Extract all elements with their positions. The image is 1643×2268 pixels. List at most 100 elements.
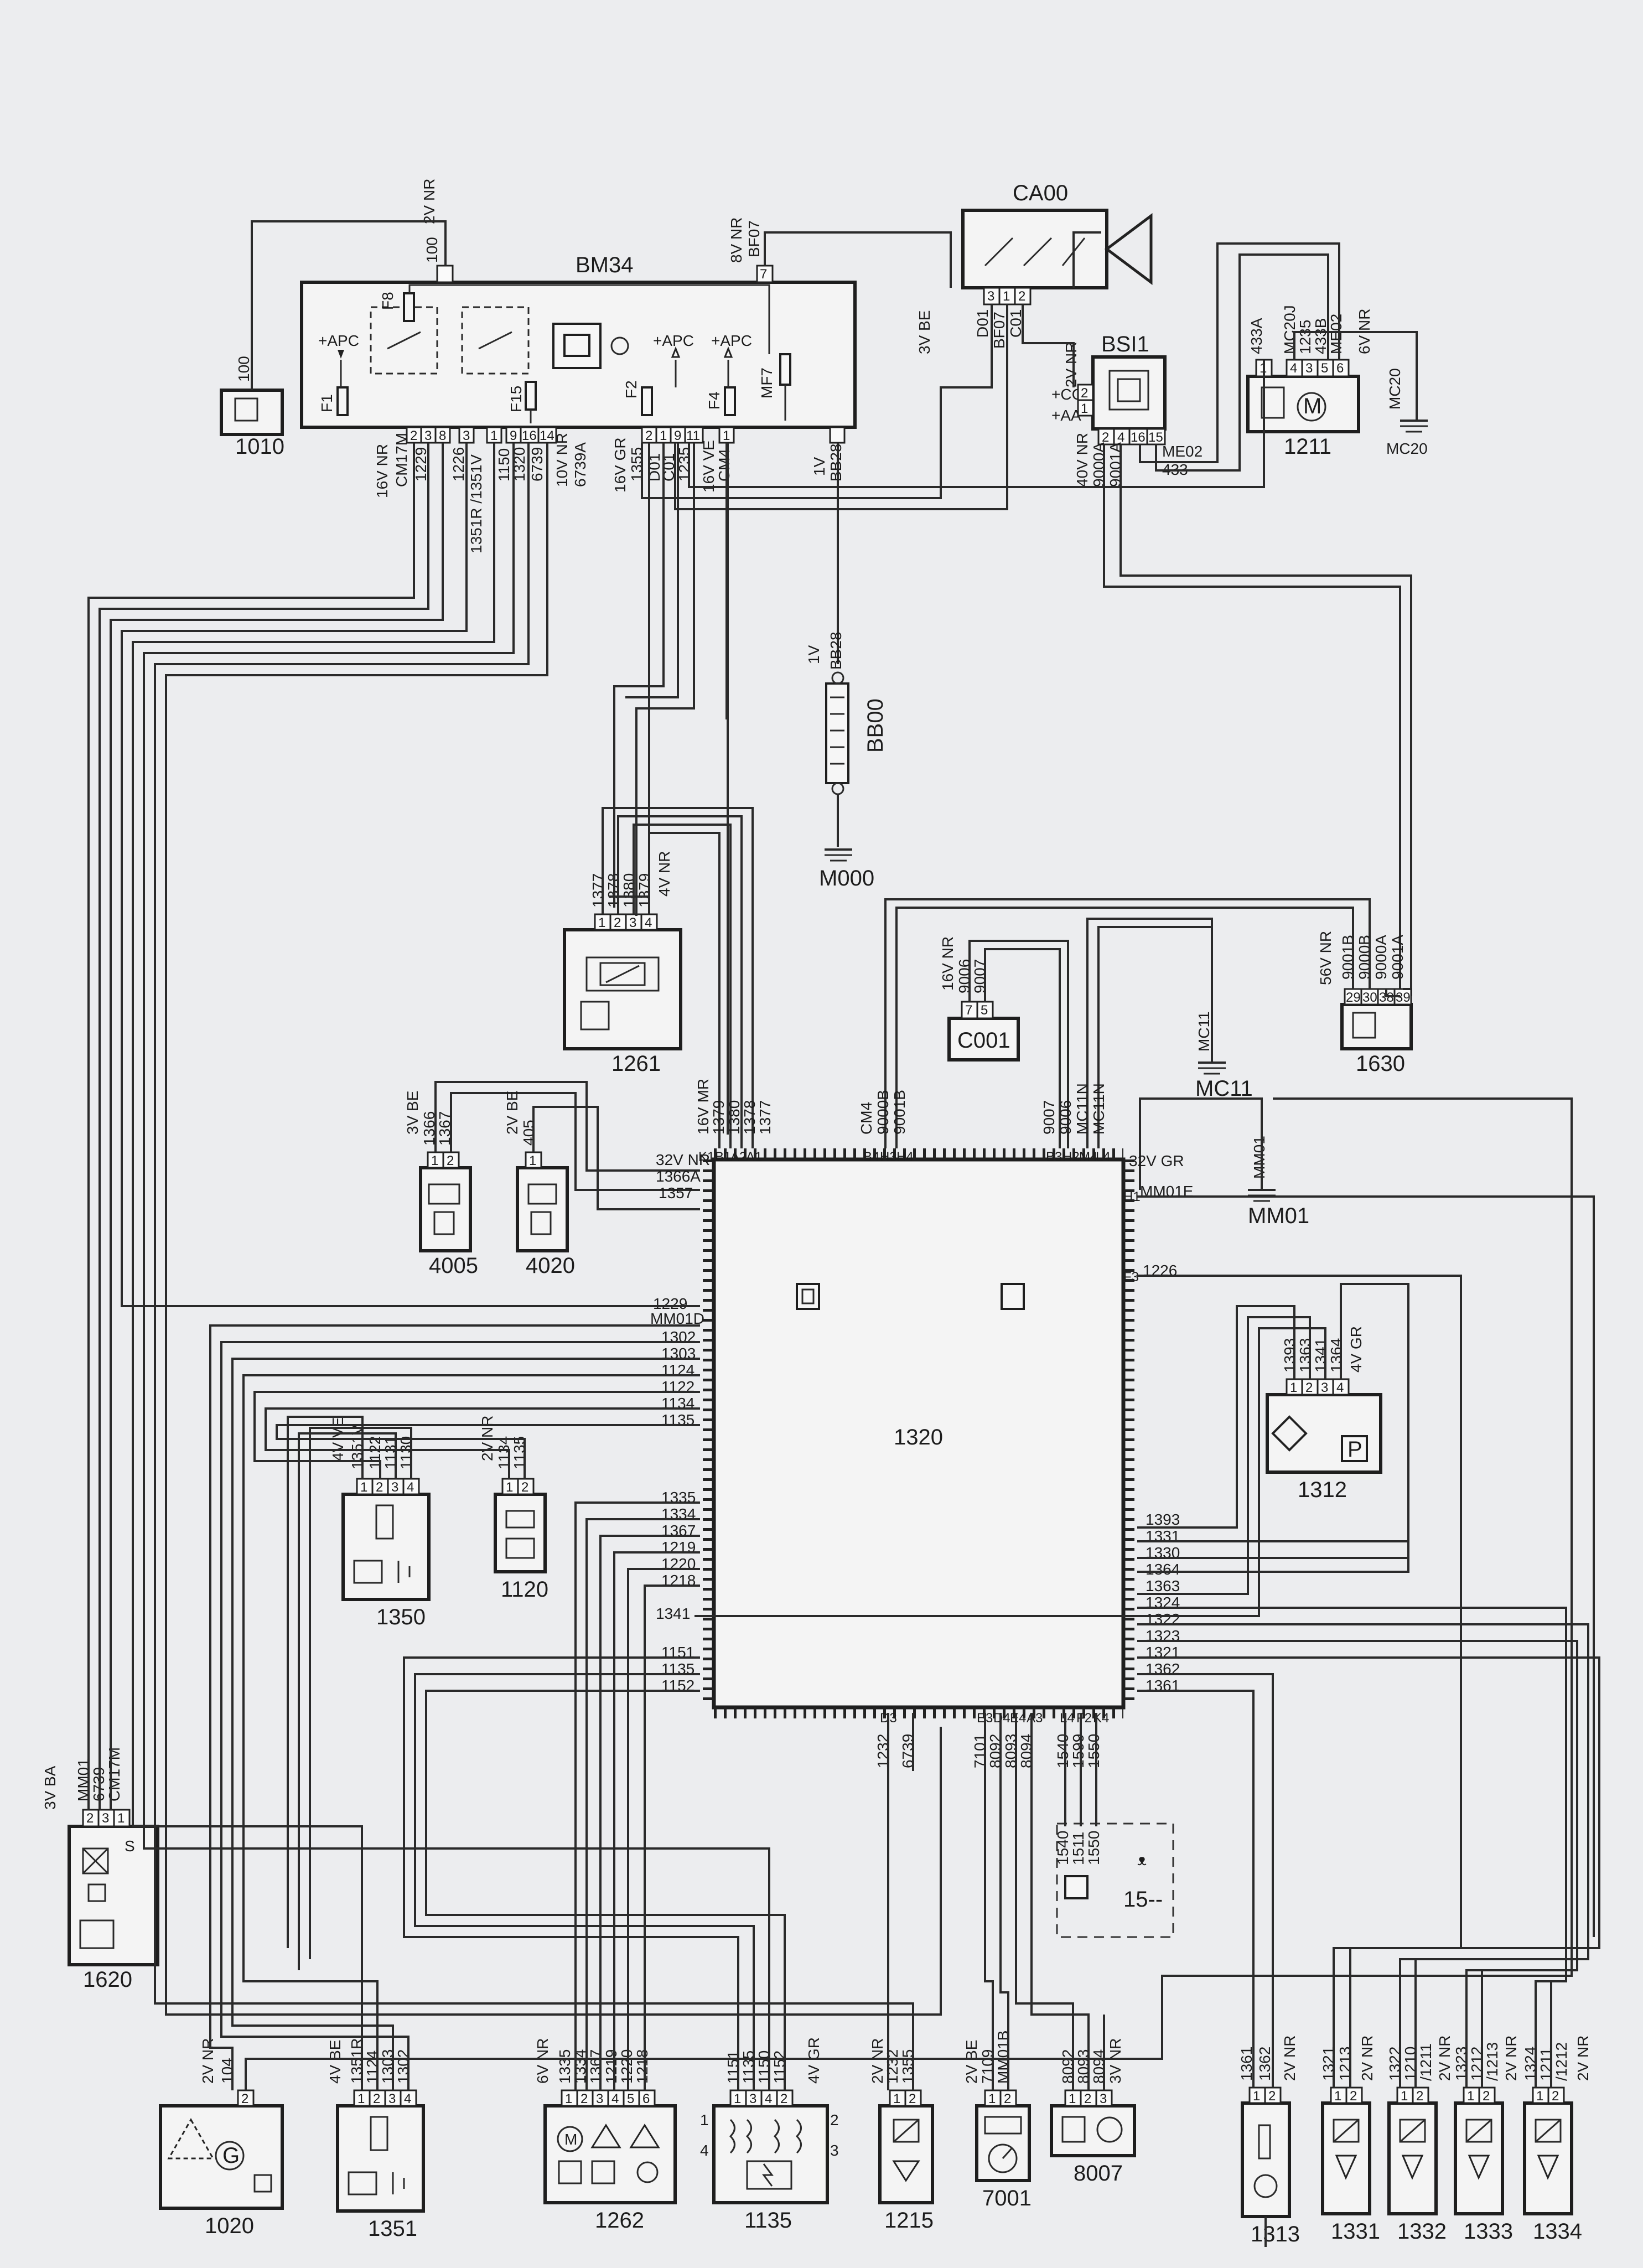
svg-text:3V NR: 3V NR <box>1107 2038 1124 2084</box>
svg-text:L4: L4 <box>1060 1711 1075 1726</box>
svg-text:1: 1 <box>1003 289 1010 304</box>
motor-icon <box>1297 392 1326 422</box>
component-1020: G 1020 2 104 2V NR <box>159 2038 284 2238</box>
injector-1332-label: 1332 <box>1397 2219 1447 2244</box>
fuse-f1-label: F1 <box>318 394 335 412</box>
svg-text:9007: 9007 <box>1040 1100 1058 1135</box>
svg-text:1: 1 <box>1467 2089 1474 2104</box>
component-bsi1: BSI1 +CC +AA 2V NR 2 1 2 4 16 15 40V NR … <box>1051 332 1203 487</box>
svg-text:1540: 1540 <box>1054 1831 1071 1865</box>
svg-text:6V NR: 6V NR <box>534 2038 551 2084</box>
svg-text:1: 1 <box>357 2091 365 2106</box>
generator-icon <box>215 2141 245 2171</box>
component-7001-label: 7001 <box>982 2186 1032 2210</box>
component-1261: 1261 1 2 3 4 1377 1378 1380 1379 4V NR <box>563 807 754 1148</box>
svg-text:1: 1 <box>360 1480 367 1495</box>
component-1350: 1350 1 2 3 4 1351V 1122 1131 1130 4V VE <box>329 1417 431 1629</box>
svg-text:9: 9 <box>510 428 517 443</box>
fuse-f4-icon <box>724 386 736 416</box>
svg-text:2: 2 <box>1483 2089 1490 2104</box>
component-1120-label: 1120 <box>501 1577 548 1602</box>
svg-text:4: 4 <box>1117 430 1124 445</box>
svg-text:8: 8 <box>439 428 446 443</box>
ground-m000: M000 <box>819 848 874 890</box>
svg-text:1380: 1380 <box>725 1100 743 1135</box>
component-1351-label: 1351 <box>368 2217 417 2241</box>
bb00-label: BB00 <box>863 698 888 753</box>
svg-text:1: 1 <box>598 915 605 930</box>
ecu-top-pins: K1 B1 A2 A1 16V MR 1379 1380 1378 1377 B… <box>694 1079 1193 1285</box>
svg-text:/1212: /1212 <box>1553 2042 1570 2081</box>
apc-label-2: +APC <box>653 332 694 349</box>
svg-text:3: 3 <box>463 428 470 443</box>
svg-text:BF07: BF07 <box>991 312 1008 349</box>
svg-text:1363: 1363 <box>1297 1338 1314 1373</box>
svg-text:1226: 1226 <box>450 447 467 481</box>
svg-text:CM4: CM4 <box>716 449 733 481</box>
ecu-1320: 1320 <box>703 1148 1134 1718</box>
svg-text:16V VE: 16V VE <box>700 440 717 493</box>
svg-text:MM01: MM01 <box>1248 1204 1309 1228</box>
chip-icon <box>796 1283 820 1310</box>
ecu-label: 1320 <box>894 1425 943 1449</box>
svg-text:1: 1 <box>660 428 667 443</box>
svg-text:1V: 1V <box>811 457 828 476</box>
component-1312: P 1312 1 2 3 4 1393 1363 1341 1364 4V GR <box>694 1283 1409 1617</box>
svg-text:1: 1 <box>1536 2089 1543 2104</box>
key-icon <box>1104 213 1153 285</box>
svg-text:9000A: 9000A <box>1372 935 1390 980</box>
svg-text:6739A: 6739A <box>572 442 589 487</box>
svg-text:1361: 1361 <box>1238 2047 1255 2081</box>
svg-text:4: 4 <box>645 915 652 930</box>
svg-text:2: 2 <box>1416 2089 1423 2104</box>
svg-text:ME02: ME02 <box>1328 314 1345 354</box>
component-7001: 7001 1 2 7109 MM01B 2V BE <box>963 2031 1032 2210</box>
svg-text:9000B: 9000B <box>874 1090 892 1135</box>
component-1010: 1010 100 <box>220 220 447 459</box>
component-8007: 8007 1 2 3 8092 8093 8094 3V NR <box>1050 2038 1136 2186</box>
fuse-f8-icon <box>403 292 415 322</box>
svg-text:MC11: MC11 <box>1195 1011 1212 1052</box>
svg-text:G: G <box>222 2143 240 2168</box>
svg-text:2: 2 <box>241 2091 248 2106</box>
svg-text:6: 6 <box>1336 361 1344 376</box>
fuse-f2-icon <box>641 386 653 416</box>
injector-1331-label: 1331 <box>1331 2219 1380 2244</box>
svg-text:1: 1 <box>893 2091 900 2106</box>
svg-text:2V BE: 2V BE <box>963 2040 980 2084</box>
fuse-f15-label: F15 <box>507 386 525 412</box>
svg-text:1: 1 <box>723 428 730 443</box>
svg-text:F3: F3 <box>1123 1270 1139 1285</box>
svg-text:1378: 1378 <box>741 1100 758 1135</box>
fuse-mf7-label: MF7 <box>758 367 775 398</box>
svg-text:1380: 1380 <box>620 873 637 908</box>
fan-label: 15-- <box>1123 1887 1163 1912</box>
component-1620-label: 1620 <box>83 1967 132 1992</box>
svg-text:1511: 1511 <box>1070 1832 1087 1865</box>
component-4020-label: 4020 <box>526 1254 575 1278</box>
svg-text:3: 3 <box>1305 361 1313 376</box>
svg-text:1229: 1229 <box>653 1295 687 1312</box>
svg-text:3V BE: 3V BE <box>404 1091 421 1135</box>
svg-text:2: 2 <box>1350 2089 1357 2104</box>
svg-text:16V MR: 16V MR <box>694 1079 712 1135</box>
component-1211-label: 1211 <box>1284 434 1331 459</box>
fuse-mf7-icon <box>779 353 791 386</box>
svg-text:1218: 1218 <box>634 2049 651 2084</box>
svg-text:1341: 1341 <box>1312 1338 1329 1373</box>
svg-text:1364: 1364 <box>1146 1561 1180 1578</box>
svg-text:1219: 1219 <box>603 2049 620 2084</box>
ground-mc20: MC20 MC20 <box>1386 368 1428 457</box>
svg-text:3: 3 <box>987 289 994 304</box>
svg-text:1351R /1351V: 1351R /1351V <box>468 454 485 553</box>
svg-text:2V NR: 2V NR <box>869 2038 886 2084</box>
svg-text:1: 1 <box>529 1153 536 1168</box>
svg-text:1V: 1V <box>805 645 822 664</box>
svg-text:4: 4 <box>700 2142 709 2159</box>
motor-m: M <box>1303 394 1321 418</box>
svg-text:MC20: MC20 <box>1386 368 1403 410</box>
svg-text:2V BE: 2V BE <box>504 1091 521 1135</box>
svg-text:14: 14 <box>540 428 554 443</box>
svg-text:3: 3 <box>391 1480 398 1495</box>
svg-text:1235: 1235 <box>1297 320 1314 354</box>
